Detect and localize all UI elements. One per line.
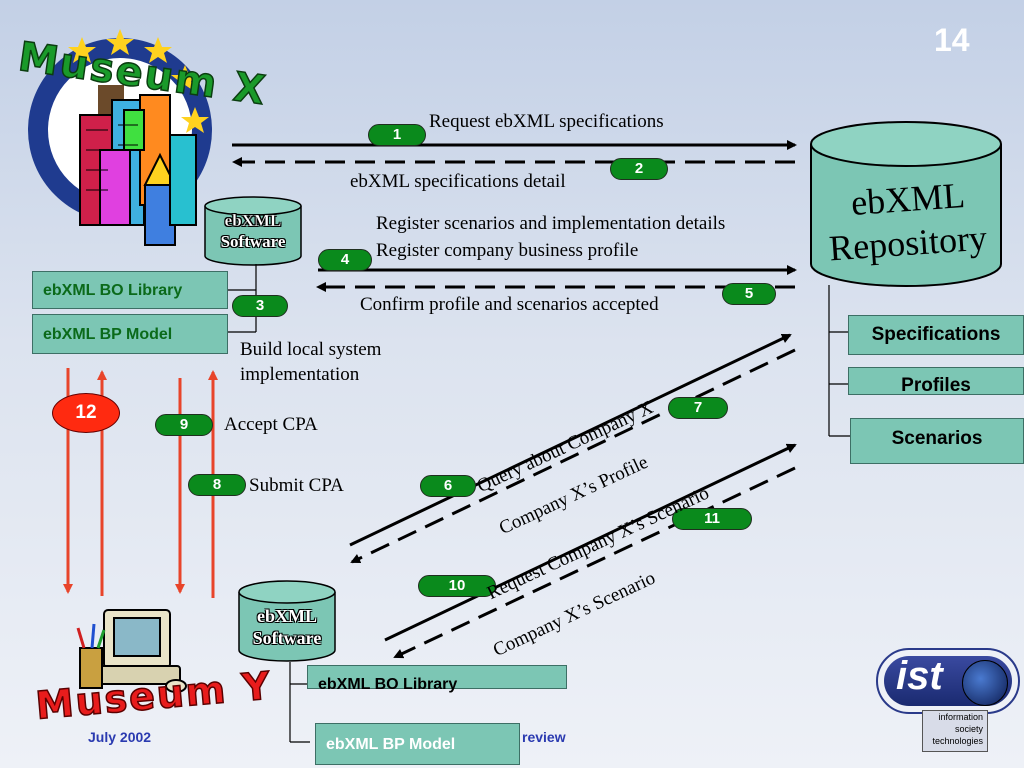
- step-2-badge: 2: [610, 158, 668, 180]
- label-submit-cpa: Submit CPA: [249, 475, 344, 496]
- label-specs-detail: ebXML specifications detail: [350, 171, 566, 192]
- label-register-scenarios: Register scenarios and implementation de…: [376, 213, 726, 234]
- repo-item-specifications: Specifications: [848, 315, 1024, 355]
- label-build-local-2: implementation: [240, 364, 360, 385]
- top-bo-library-label: ebXML BO Library: [43, 282, 183, 299]
- repo-item-scenarios: Scenarios: [850, 418, 1024, 464]
- step-12-badge: 12: [52, 393, 120, 433]
- bottom-bo-library-label: ebXML BO Library: [318, 676, 458, 693]
- footer-review: review: [522, 729, 566, 745]
- software-bottom-cylinder: [238, 580, 336, 662]
- repo-item-profiles: Profiles: [848, 367, 1024, 396]
- top-bo-library: ebXML BO Library: [32, 271, 228, 309]
- step-7-badge: 7: [668, 397, 728, 419]
- software-top-label-2: Software: [220, 232, 286, 251]
- step-8-badge: 8: [188, 474, 246, 496]
- ist-logo: ist: [876, 648, 1020, 714]
- step-3-badge: 3: [232, 295, 288, 317]
- label-build-local-1: Build local system: [240, 339, 382, 360]
- step-5-badge: 5: [722, 283, 776, 305]
- bottom-bp-model: ebXML BP Model: [315, 723, 520, 765]
- step-6-badge: 6: [420, 475, 476, 497]
- ist-caption-line3: technologies: [932, 736, 983, 746]
- ist-logo-text: ist: [896, 654, 943, 698]
- ist-caption-line2: society: [954, 724, 983, 734]
- repo-item-specifications-label: Specifications: [871, 324, 1001, 345]
- museum-x-logo: [28, 29, 212, 246]
- footer-date: July 2002: [88, 729, 152, 745]
- repository-cylinder: [810, 121, 1002, 287]
- label-confirm: Confirm profile and scenarios accepted: [360, 294, 659, 315]
- ist-caption-line1: information: [938, 712, 983, 722]
- step-4-badge: 4: [318, 249, 372, 271]
- label-register-profile: Register company business profile: [376, 240, 639, 261]
- repo-item-scenarios-label: Scenarios: [891, 428, 983, 449]
- software-bottom-label-1: ebXML: [257, 606, 317, 626]
- bottom-bp-model-label: ebXML BP Model: [326, 736, 456, 753]
- top-bp-model: ebXML BP Model: [32, 314, 228, 354]
- top-bp-model-label: ebXML BP Model: [43, 326, 173, 343]
- software-top-cylinder: [204, 196, 302, 266]
- bottom-bo-library: ebXML BO Library: [307, 665, 567, 693]
- label-request-specs: Request ebXML specifications: [429, 111, 664, 132]
- step-11-badge: 11: [672, 508, 752, 530]
- globe-icon: [962, 660, 1008, 706]
- step-1-badge: 1: [368, 124, 426, 146]
- step-9-badge: 9: [155, 414, 213, 436]
- repo-item-profiles-label: Profiles: [901, 375, 971, 396]
- software-bottom-tree: [289, 662, 310, 743]
- ist-caption: information society technologies: [922, 710, 988, 752]
- slide-number: 14: [934, 22, 970, 58]
- step-10-badge: 10: [418, 575, 496, 597]
- repository-tree: [828, 285, 850, 437]
- label-accept-cpa: Accept CPA: [224, 414, 318, 435]
- software-top-label-1: ebXML: [224, 211, 282, 230]
- computer-clipart: [76, 609, 187, 693]
- software-bottom-label-2: Software: [252, 628, 322, 648]
